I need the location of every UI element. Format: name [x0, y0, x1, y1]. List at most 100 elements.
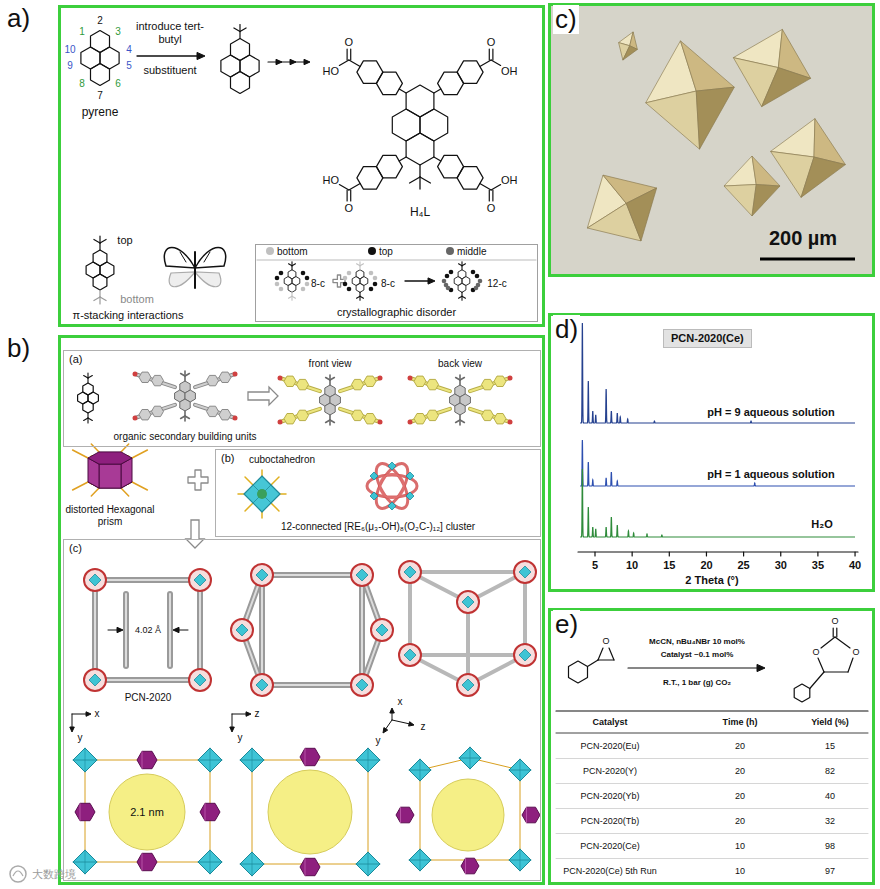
topology-views	[210, 850, 211, 874]
table-cell: 20	[735, 766, 745, 776]
butterfly-icon	[194, 252, 196, 288]
h4l-molecule	[347, 49, 348, 60]
disorder-illustration	[257, 260, 536, 300]
back-view-model	[414, 376, 426, 386]
disorder-illustration	[289, 264, 292, 266]
framework-views	[262, 572, 362, 578]
cluster-model	[380, 474, 404, 498]
xrd-plot	[743, 552, 744, 556]
tert-butyl-pyrene	[240, 28, 246, 32]
framework-views	[107, 577, 188, 583]
cuboctahedron-icon	[238, 470, 286, 518]
xrd-plot	[669, 552, 670, 556]
back-view-model	[427, 410, 439, 420]
cuboctahedron-icon	[257, 489, 267, 499]
compound-name: pyrene	[82, 106, 119, 120]
framework-views	[179, 630, 188, 631]
structure-caption: cuboctahedron	[249, 454, 315, 466]
topology-views	[210, 748, 211, 772]
cluster-model	[370, 459, 414, 513]
table-cell: PCN-2020(Ce) 5th Run	[563, 866, 657, 876]
disorder-illustration	[357, 264, 360, 266]
organic-sbu-model	[152, 406, 164, 416]
topology-views	[368, 760, 369, 864]
disorder-illustration	[445, 274, 450, 279]
dimension: 2.1 nm	[130, 806, 164, 819]
figure-panel: d)PCN-2020(Ce)	[548, 313, 875, 592]
atom-number: 2	[97, 15, 103, 27]
framework-views	[84, 569, 106, 591]
xrd-plot	[578, 551, 858, 552]
axis-label: x	[398, 696, 403, 708]
h4l-molecule	[457, 167, 483, 190]
back-view-model	[408, 375, 513, 425]
stacking-pyrene	[94, 297, 100, 301]
h4l-molecule	[406, 133, 434, 165]
disorder-illustration	[428, 278, 435, 284]
ligand-structure	[88, 376, 92, 379]
atom-label: HO	[322, 64, 339, 77]
back-view-model	[494, 376, 506, 386]
disorder-illustration	[292, 264, 295, 266]
table-cell: 15	[825, 741, 835, 751]
cuboctahedron-icon	[253, 485, 271, 503]
topology-views	[356, 748, 380, 772]
topology-views	[85, 850, 86, 874]
atom-number: 10	[64, 44, 75, 56]
disorder-illustration	[446, 286, 451, 291]
disorder-illustration	[279, 271, 284, 276]
crystal	[623, 45, 638, 63]
topology-views	[137, 853, 157, 870]
axis-triad	[70, 727, 75, 732]
table-cell: PCN-2020(Ce)	[580, 841, 640, 851]
cluster-model	[406, 472, 414, 480]
framework-views	[169, 594, 171, 666]
topology-views	[268, 770, 352, 854]
reaction-scheme	[757, 664, 765, 671]
framework-views	[462, 596, 474, 608]
front-view-model	[330, 378, 334, 381]
axis-tick: 30	[775, 559, 787, 572]
front-view-model	[325, 403, 335, 415]
tert-butyl-pyrene	[221, 25, 259, 94]
stacking-pyrene	[99, 243, 100, 250]
disorder-illustration	[305, 282, 310, 287]
butterfly-icon	[195, 248, 226, 269]
framework-views	[351, 674, 373, 696]
framework-views	[519, 649, 531, 661]
axis-triad	[390, 708, 395, 713]
organic-sbu-model	[207, 375, 219, 385]
axis-label: z	[421, 721, 426, 733]
crystal	[724, 156, 756, 186]
organic-sbu-model	[219, 410, 231, 420]
framework-views	[194, 674, 206, 686]
box-text: crystallographic disorder	[256, 306, 537, 319]
topology-views	[461, 858, 479, 874]
pyrene-structure	[81, 31, 119, 86]
scale-bar-label: 200 µm	[769, 227, 837, 250]
front-view-model	[364, 376, 376, 386]
disorder-illustration	[347, 271, 352, 276]
disorder-illustration	[461, 266, 462, 270]
topology-views	[137, 751, 157, 768]
xrd-plot	[594, 552, 595, 556]
structure-caption: organic secondary building units	[114, 431, 257, 443]
transform-arrow	[248, 387, 278, 405]
atom-label: OH	[501, 173, 518, 186]
organic-sbu-model	[207, 406, 219, 416]
h4l-molecule	[392, 109, 420, 141]
crystal	[621, 186, 676, 241]
multistep-arrow	[268, 59, 310, 64]
axis-triad	[72, 714, 87, 715]
front-view-model	[297, 379, 309, 389]
stacking-pyrene	[99, 297, 100, 304]
framework-views	[457, 674, 479, 696]
table-cell: PCN-2020(Yb)	[580, 791, 639, 801]
watermark-logo	[13, 871, 23, 876]
topology-views	[85, 748, 86, 772]
topology-views	[198, 850, 222, 874]
atom-label: HO	[322, 173, 339, 186]
ligand-structure	[78, 373, 99, 423]
framework-views	[262, 574, 362, 576]
